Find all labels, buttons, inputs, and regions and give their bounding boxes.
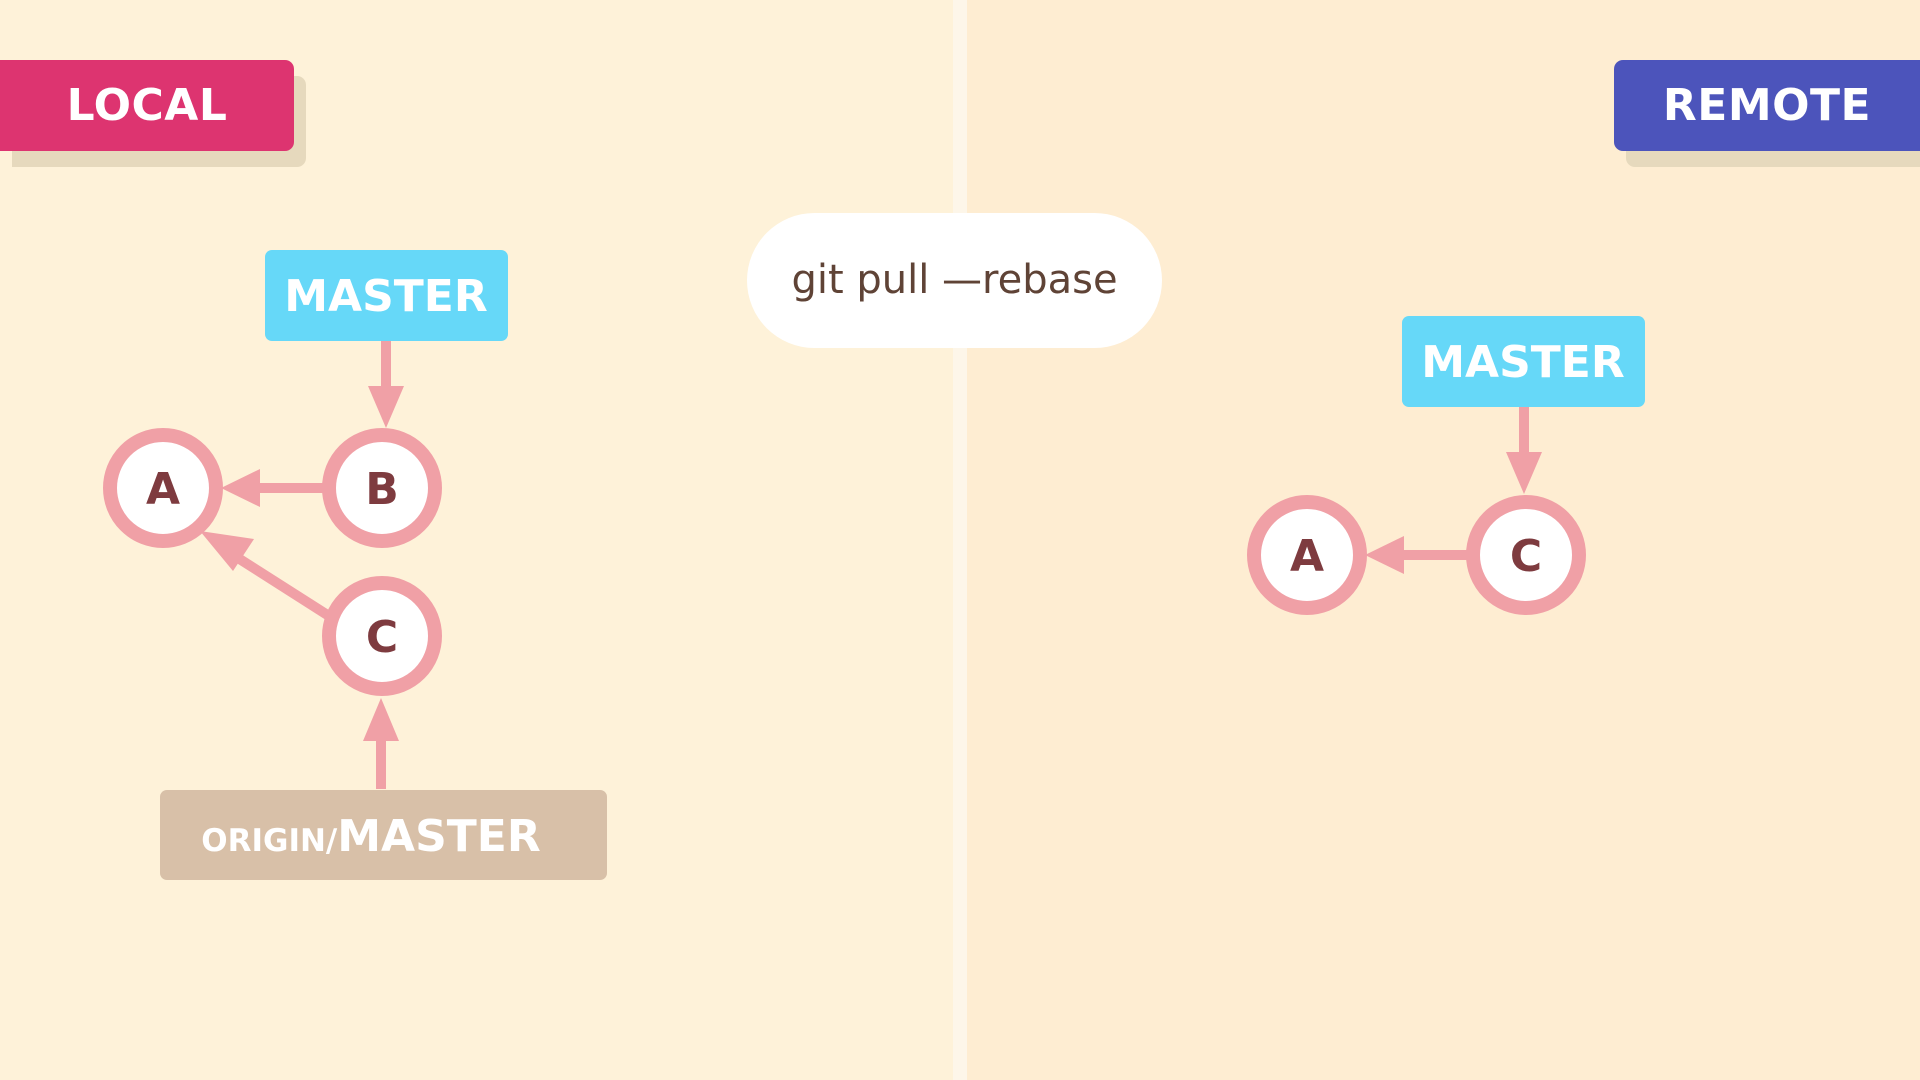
arrow-remote-master-to-c	[1506, 407, 1542, 494]
local-commit-a: A	[103, 428, 223, 548]
remote-panel	[967, 0, 1920, 1080]
arrow-b-to-a	[221, 469, 326, 507]
remote-commit-a: A	[1247, 495, 1367, 615]
local-master-box	[265, 250, 508, 341]
remote-label: REMOTE	[1614, 60, 1920, 151]
origin-master-box	[160, 790, 607, 880]
remote-master-box	[1402, 316, 1645, 407]
arrow-remote-c-to-a	[1365, 536, 1467, 574]
local-commit-c: C	[322, 576, 442, 696]
origin-prefix: ORIGIN/	[201, 823, 338, 859]
remote-master-label: MASTER	[1421, 337, 1624, 388]
remote-master-branch: MASTER	[1402, 316, 1645, 407]
arrow-origin-to-c	[363, 698, 399, 789]
remote-commit-c-label: C	[1510, 531, 1542, 582]
origin-branch-name: MASTER	[337, 811, 540, 862]
local-commit-b-label: B	[365, 464, 399, 515]
local-master-branch: MASTER	[265, 250, 508, 341]
remote-commit-a-label: A	[1290, 531, 1324, 582]
local-commit-b: B	[322, 428, 442, 548]
arrow-master-to-b	[368, 341, 404, 428]
command-pill: git pull —rebase	[747, 213, 1162, 348]
local-master-label: MASTER	[284, 271, 487, 322]
local-commit-c-label: C	[366, 612, 398, 663]
local-commit-a-label: A	[146, 464, 180, 515]
remote-commit-c: C	[1466, 495, 1586, 615]
origin-master-label: ORIGIN/MASTER	[201, 811, 541, 862]
local-origin-master-branch: ORIGIN/MASTER	[160, 790, 607, 880]
local-label: LOCAL	[0, 60, 294, 151]
arrow-c-to-a	[200, 531, 332, 621]
